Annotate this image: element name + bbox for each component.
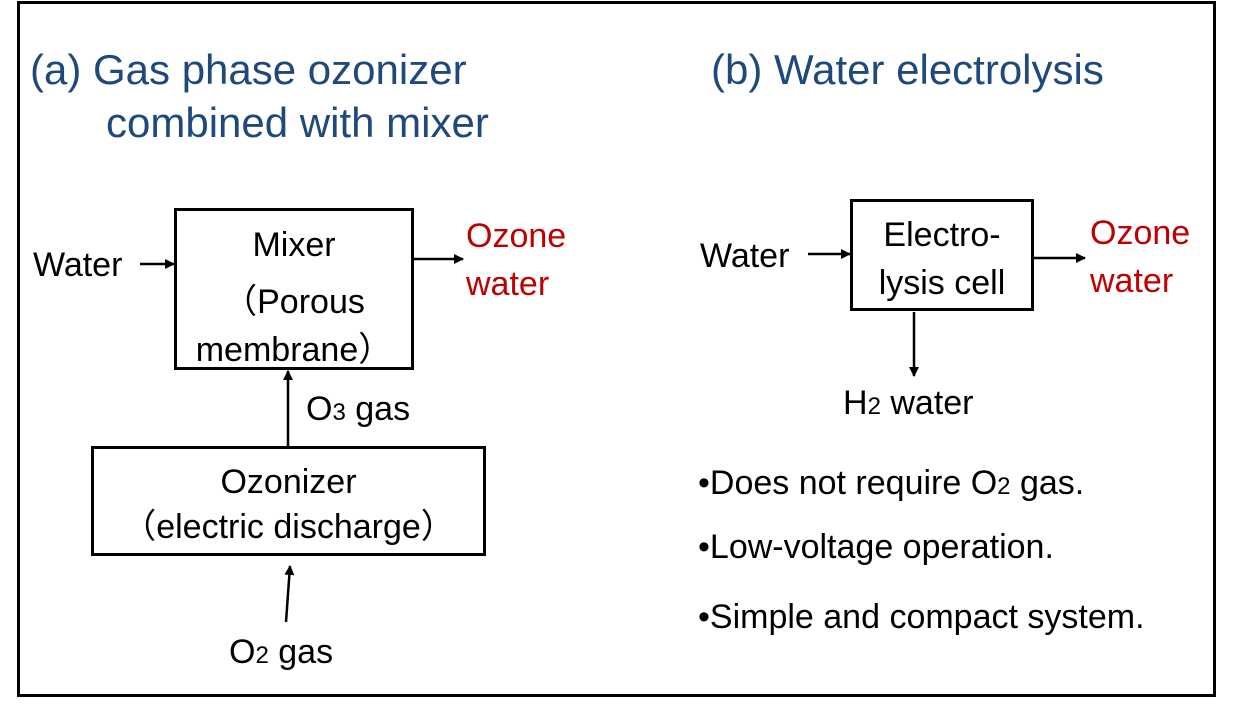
mixer-sublabel-2: membrane） [195,331,393,369]
panel-a-title-line1: (a) Gas phase ozonizer [30,46,467,93]
ozonizer-sublabel: （electric discharge） [122,508,455,546]
bullet-compact-system: •Simple and compact system. [698,598,1145,636]
o2-gas-label: O2 gas [229,633,334,671]
mixer-box: Mixer （Porous membrane） [174,208,414,370]
panel-a-output-line2: water [466,265,550,303]
panel-b-title: (b) Water electrolysis [711,46,1104,93]
panel-b-output-line1: Ozone [1090,214,1191,252]
o3-gas-label: O3 gas [306,390,411,428]
bullet-no-o2: •Does not require O2 gas. [698,464,1085,502]
mixer-sublabel-1: （Porous [223,283,365,321]
panel-a-water-label: Water [33,246,123,284]
bullet-low-voltage: •Low-voltage operation. [698,528,1054,566]
cell-label-1: Electro- [883,216,1001,254]
diagram-frame [17,1,1216,697]
cell-label-2: lysis cell [878,264,1006,302]
panel-b-output-line2: water [1090,262,1174,300]
arrow-o2-to-ozonizer [284,565,295,623]
panel-a-title-line2: combined with mixer [106,99,489,146]
electrolysis-cell-box: Electro- lysis cell [850,199,1034,311]
ozonizer-box: Ozonizer （electric discharge） [91,446,486,556]
panel-a-output-line1: Ozone [466,217,567,255]
panel-b-water-label: Water [700,237,790,275]
mixer-label: Mixer [252,226,336,264]
ozonizer-label: Ozonizer [220,463,357,501]
h2-water-label: H2 water [843,384,974,422]
